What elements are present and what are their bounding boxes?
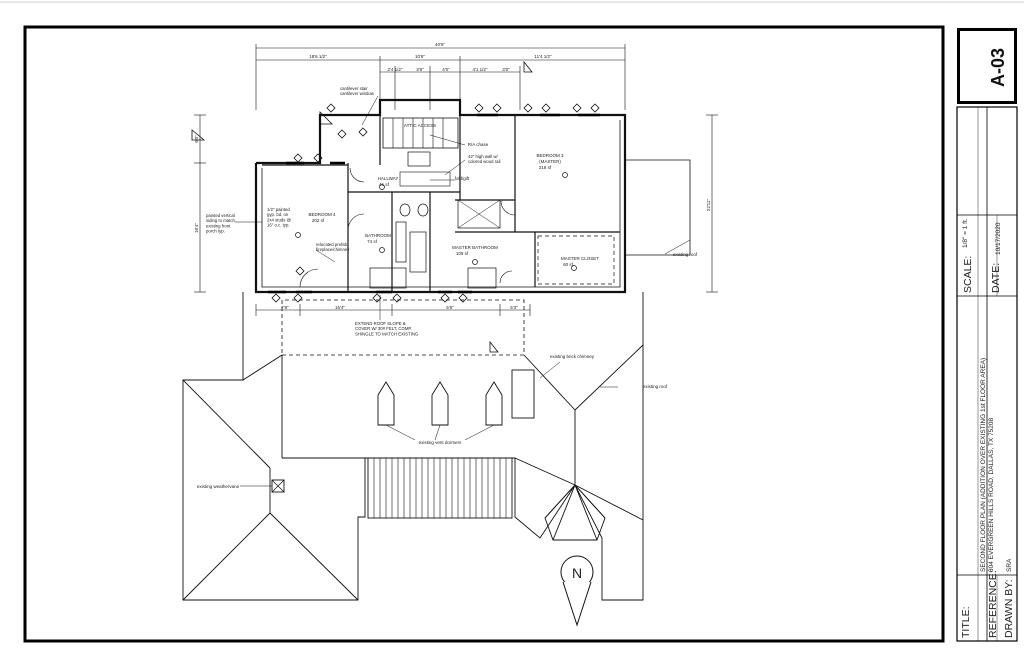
dim-bottom-3: 5'6" [446,305,454,310]
dim-bottom-4: 5'3" [510,305,518,310]
reference-label: REFERENCE: [987,570,999,638]
room-master-bath-name: MASTER BATHROOM [452,245,498,250]
dim-d: 4'1 1/2" [473,67,488,72]
second-floor-plan [191,44,718,388]
note-chimney: existing brick chimney [550,354,595,359]
note-existing-roof-right: existing roof [673,252,698,257]
room-bedroom3-sub: (MASTER) [539,159,561,164]
dim-c: 4'0" [442,67,450,72]
dim-bottom-2: 15'4" [335,305,345,310]
room-master-closet-area: 60 sf [563,262,574,267]
dim-side-right: 22'11" [706,199,711,212]
existing-roof-plan [182,292,644,601]
stair [382,117,459,149]
room-bedroom3-area: 218 sf [539,165,552,170]
dim-a: 2'4 1/2" [388,67,403,72]
sheet-number-box: A-03 [957,28,1017,104]
room-bathroom-area: 74 sf [367,239,378,244]
north-label: N [572,565,582,581]
dim-mid: 10'6" [415,54,425,59]
dim-b: 3'6" [416,67,424,72]
scale-label: SCALE: [962,255,974,293]
drawing-border [23,25,945,643]
drawn-by-label: DRAWN BY: [1003,579,1015,638]
dim-left: 18'6 1/2" [309,54,327,59]
reference-value: 804 EVERGREEN HILLS ROAD, DALLAS, TX 752… [988,417,995,572]
note-wall: 42" high wall w/colored wood rail [468,154,501,164]
room-bathroom-name: BATHROOM [365,233,391,238]
room-bedroom4-name: BEDROOM 4 [308,212,336,217]
room-hallway-area: 41 sf [379,182,390,187]
dim-side-left: 18'4" [194,223,199,233]
note-weathervane: existing weathervane [197,484,240,489]
date-label: DATE: [990,262,1002,293]
dim-side-top: 6'0" [194,135,199,143]
note-extend-roof: EXTEND ROOF SLOPE &COVER W/ 30# FELT, CO… [355,321,419,336]
north-arrow [560,555,594,627]
room-bedroom3-name: BEDROOM 3 [536,153,564,158]
drawn-by-value: SRA [1006,558,1013,572]
note-chase: R/A chase [468,142,489,147]
dim-overall: 40'6" [435,42,445,47]
title-value: SECOND FLOOR PLAN (ADDITION OVER EXISTIN… [980,357,987,572]
note-dormers: existing vent dormers [419,440,463,445]
dim-right: 11'4 1/2" [534,54,552,59]
room-master-bath-area: 109 sf [456,251,469,256]
room-master-closet-name: MASTER CLOSET [561,256,599,261]
room-bedroom4-area: 202 sf [312,218,325,223]
note-attic: ATTIC ACCESS [404,123,436,128]
date-value: 10/17/2020 [995,222,1002,255]
sheet-number: A-03 [988,47,1008,87]
note-existing-roof: existing roof [643,384,668,389]
note-laundry: fold/gift [455,176,470,181]
dim-e: 3'0" [502,67,510,72]
scale-value: 1/8" = 1 ft. [962,218,969,248]
dim-bottom-1: 7'8" [281,305,289,310]
title-label: TITLE: [960,606,972,638]
room-hallway-name: HALLWAY [378,176,399,181]
